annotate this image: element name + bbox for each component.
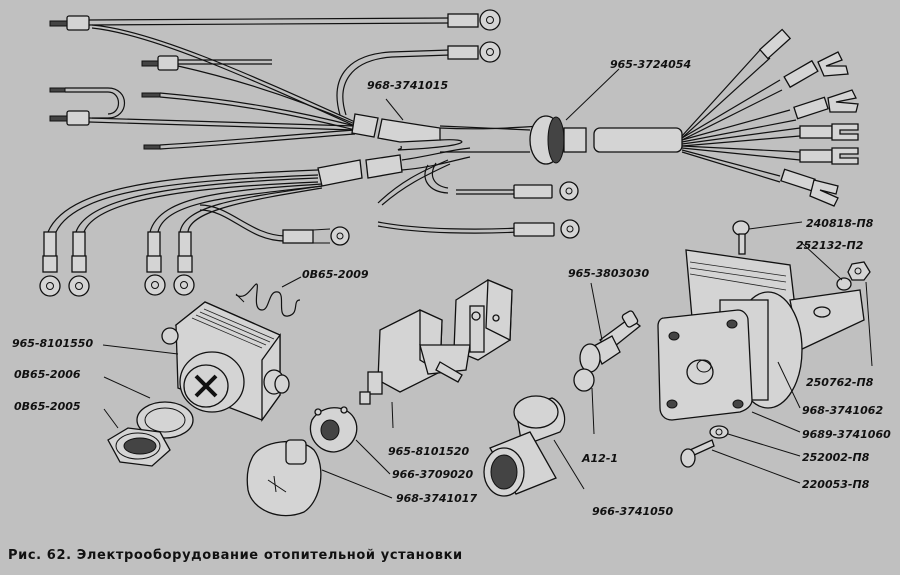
lamp-a12-1 — [573, 368, 595, 392]
label-0b65-2005: 0В65-2005 — [14, 400, 81, 413]
screw-240818-p8 — [732, 220, 750, 255]
nut-0b65-2005 — [107, 427, 171, 467]
figure-caption: Рис. 62. Электрооборудование отопительно… — [8, 548, 463, 563]
label-9689-3741060: 9689-3741060 — [802, 428, 891, 441]
washer-0b65-2006 — [136, 401, 194, 439]
lamp-holder-965-3803030 — [579, 310, 642, 373]
label-252132-p2: 252132-П2 — [796, 239, 864, 252]
leader-lines — [102, 68, 873, 499]
label-a12-1: А12-1 — [581, 452, 618, 465]
label-220053-p8: 220053-П8 — [802, 478, 870, 491]
screw-220053-p8 — [680, 439, 715, 468]
label-965-8101550: 965-8101550 — [12, 337, 93, 350]
label-968-3741017: 968-3741017 — [396, 492, 477, 505]
washer-252002-p8 — [709, 425, 729, 439]
label-966-3709020: 966-3709020 — [392, 468, 473, 481]
grommet-965-3724054 — [439, 28, 859, 207]
motor-9689-3741060 — [657, 291, 803, 421]
label-0b65-2009: 0В65-2009 — [302, 268, 369, 281]
microswitch-965-8101520 — [359, 279, 513, 405]
wire-harness-968-3741015 — [39, 9, 580, 297]
label-965-3803030: 965-3803030 — [568, 267, 649, 280]
label-968-3741062: 968-3741062 — [802, 404, 883, 417]
washer-252132-p2 — [836, 261, 871, 291]
knob-nut-966-3709020 — [309, 406, 358, 453]
label-0b65-2006: 0В65-2006 — [14, 368, 81, 381]
label-968-3741015: 968-3741015 — [367, 79, 448, 92]
label-252002-p8: 252002-П8 — [802, 451, 870, 464]
spring-0b65-2009 — [235, 283, 301, 317]
switch-965-8101550 — [161, 301, 290, 423]
knob-968-3741017 — [246, 439, 322, 517]
label-250762-p8: 250762-П8 — [806, 376, 874, 389]
label-965-3724054: 965-3724054 — [610, 58, 691, 71]
lamp-cap-966-3741050 — [483, 395, 566, 497]
label-240818-p8: 240818-П8 — [806, 217, 874, 230]
label-965-8101520: 965-8101520 — [388, 445, 469, 458]
label-966-3741050: 966-3741050 — [592, 505, 673, 518]
